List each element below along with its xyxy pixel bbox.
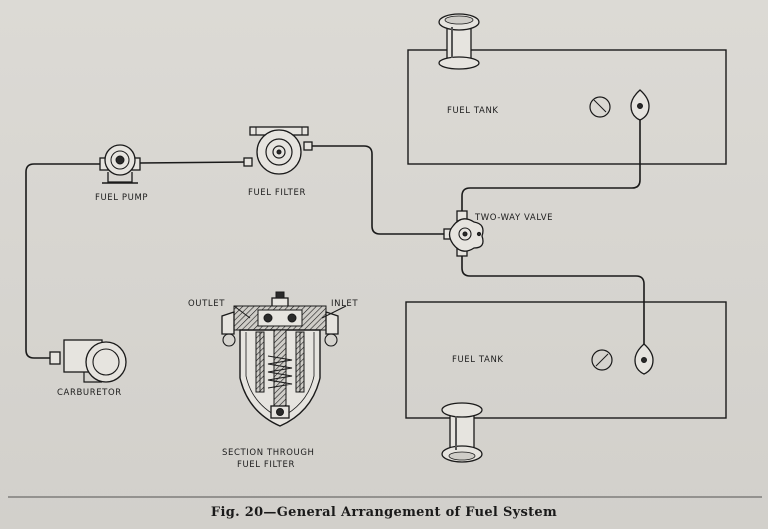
tank-outlet-lower	[634, 343, 654, 375]
carburetor-label: CARBURETOR	[57, 388, 122, 398]
fuel-filter	[243, 126, 313, 175]
figure-caption: Fig. 20—General Arrangement of Fuel Syst…	[210, 505, 558, 520]
inlet-label: INLET	[331, 299, 358, 309]
two-way-valve-label: TWO-WAY VALVE	[474, 213, 553, 223]
carburetor	[49, 339, 127, 383]
filler-neck-upper	[438, 13, 480, 70]
fuel-tank-upper-label: FUEL TANK	[447, 106, 499, 116]
filter-section	[221, 291, 347, 427]
tank-outlet-upper	[630, 89, 650, 121]
fuel-tank-upper	[407, 13, 727, 165]
tank-gauge-upper-icon	[589, 96, 611, 118]
two-way-valve	[443, 210, 484, 257]
section-label-line1: SECTION THROUGH	[222, 448, 315, 458]
fuel-pump	[99, 144, 141, 184]
fuel-lines	[25, 108, 645, 359]
outlet-label: OUTLET	[188, 299, 225, 309]
filler-neck-lower	[441, 402, 483, 463]
fuel-tank-lower-label: FUEL TANK	[452, 355, 504, 365]
fuel-filter-label: FUEL FILTER	[248, 188, 306, 198]
fuel-tank-lower	[405, 301, 727, 463]
tank-gauge-lower-icon	[591, 349, 613, 371]
fuel-pump-label: FUEL PUMP	[95, 193, 148, 203]
section-label-line2: FUEL FILTER	[237, 460, 295, 470]
